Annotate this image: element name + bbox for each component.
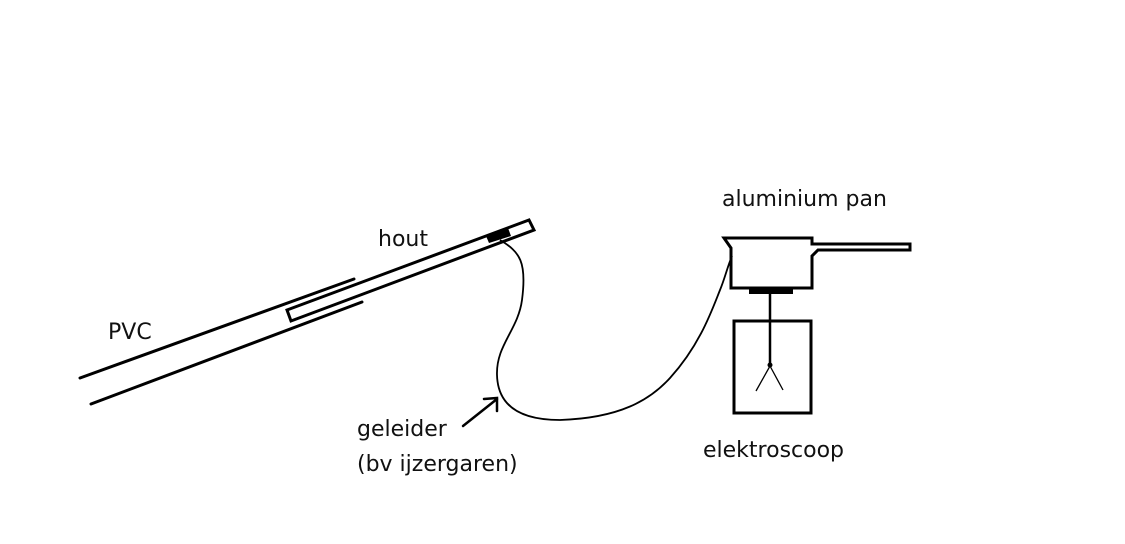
electroscope xyxy=(732,294,813,415)
pvc-tube xyxy=(78,277,364,406)
electroscope-jar xyxy=(732,319,813,415)
electroscope-leaf-left xyxy=(755,365,771,392)
electroscope-knob xyxy=(767,362,773,368)
electroscope-leaf-right xyxy=(769,365,784,391)
pvc-upper-line xyxy=(78,277,356,380)
label-conductor: geleider xyxy=(357,417,448,442)
arrow-icon xyxy=(461,396,499,428)
label-electroscope: elektroscoop xyxy=(703,438,844,463)
label-pvc: PVC xyxy=(108,320,152,345)
wooden-insert xyxy=(285,218,537,323)
pan-base-contact xyxy=(749,288,793,294)
conductor-wire xyxy=(496,239,733,421)
label-conductor-example: (bv ijzergaren) xyxy=(357,452,518,477)
label-wood: hout xyxy=(378,227,428,252)
pan-body xyxy=(721,236,912,290)
aluminium-pan xyxy=(721,236,912,294)
pvc-lower-line xyxy=(89,300,364,406)
label-pan: aluminium pan xyxy=(722,187,887,212)
wood-outline xyxy=(285,218,537,323)
contact-patch xyxy=(486,228,511,243)
